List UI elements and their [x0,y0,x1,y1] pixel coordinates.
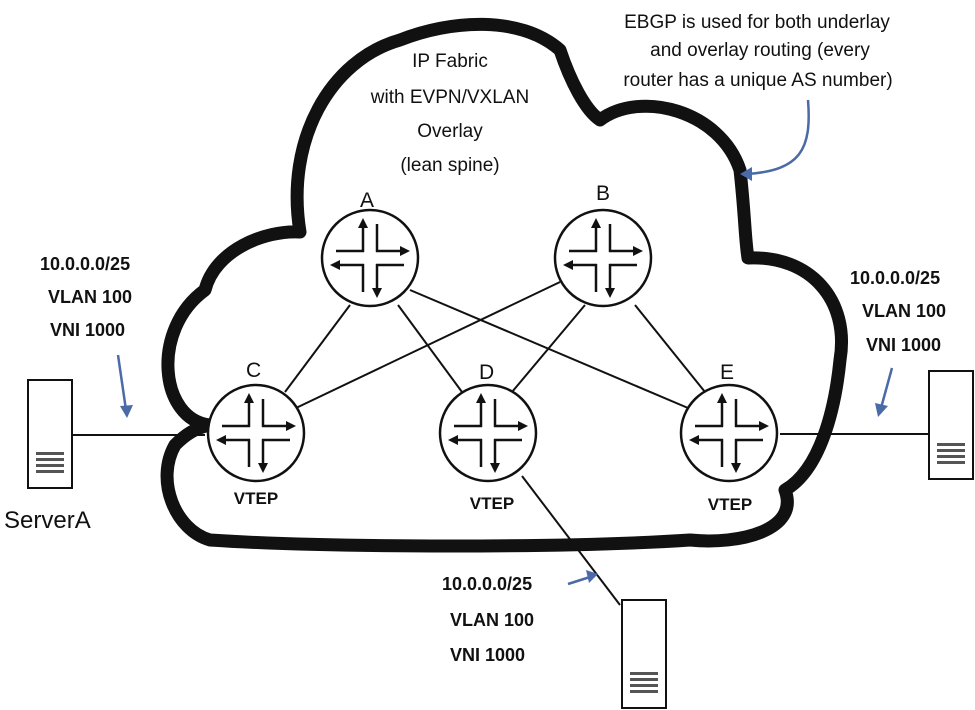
server-a-subnet: 10.0.0.0/25 [40,254,130,274]
server-bottom-vni: VNI 1000 [450,645,525,665]
ebgp-annotation: EBGP is used for both underlay and overl… [623,12,892,91]
server-a-network-info: 10.0.0.0/25 VLAN 100 VNI 1000 [40,254,132,340]
fabric-title-line-2: with EVPN/VXLAN [370,87,529,108]
server-a-arrow [116,354,128,411]
router-d-role: VTEP [470,494,514,513]
link-b-d [511,304,586,393]
router-e-role: VTEP [708,495,752,514]
server-right [928,370,974,480]
router-c [206,383,306,483]
fabric-title-line-4: (lean spine) [400,155,499,176]
link-b-e [634,304,706,393]
ebgp-arrow [747,99,810,176]
router-e [679,383,779,483]
link-d-server-bottom [521,475,621,606]
server-a-arrowhead [120,405,133,418]
ebgp-arrowhead [740,167,752,181]
server-bottom-vlan: VLAN 100 [450,610,534,630]
server-right-vlan: VLAN 100 [862,301,946,321]
router-d [438,383,538,483]
server-right-subnet: 10.0.0.0/25 [850,268,940,288]
router-d-label: D [479,361,494,384]
server-bottom [621,599,667,709]
server-a-name: ServerA [4,507,91,534]
link-b-c [295,281,561,409]
router-c-role: VTEP [234,489,278,508]
server-bottom-arrowhead [586,570,598,583]
fabric-title-line-1: IP Fabric [412,51,488,72]
server-right-network-info: 10.0.0.0/25 VLAN 100 VNI 1000 [850,268,946,355]
link-a-d [397,304,463,393]
server-a-vlan: VLAN 100 [48,287,132,307]
fabric-title-line-3: Overlay [417,121,483,142]
fabric-cloud [160,17,848,553]
router-a [320,208,420,308]
router-e-label: E [720,361,734,384]
server-bottom-subnet: 10.0.0.0/25 [442,574,532,594]
server-right-arrowhead [875,403,888,417]
fabric-title: IP Fabric with EVPN/VXLAN Overlay (lean … [370,51,529,176]
server-bottom-arrow [567,575,591,586]
server-right-arrow [879,367,894,409]
server-a-vni: VNI 1000 [50,320,125,340]
router-b-label: B [596,182,610,205]
ebgp-line-1: EBGP is used for both underlay [624,12,890,33]
ebgp-line-2: and overlay routing (every [650,40,870,61]
server-a [27,379,73,489]
fabric-links [284,281,706,409]
router-a-label: A [360,189,374,212]
router-c-label: C [246,359,261,382]
ebgp-line-3: router has a unique AS number) [623,70,892,91]
server-right-vni: VNI 1000 [866,335,941,355]
server-bottom-network-info: 10.0.0.0/25 VLAN 100 VNI 1000 [442,574,534,665]
router-b [553,208,653,308]
link-a-c [284,304,351,393]
